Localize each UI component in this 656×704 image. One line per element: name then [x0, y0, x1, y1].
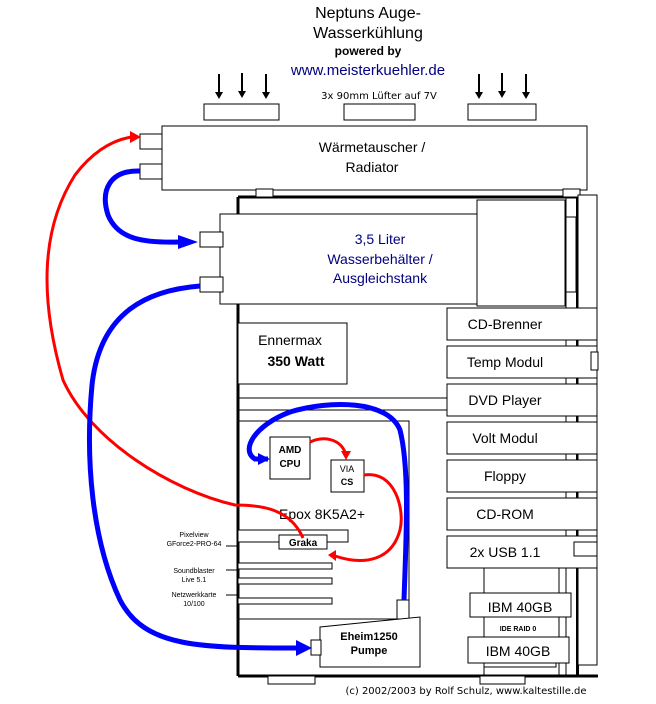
mainboard	[237, 420, 410, 620]
airflow-arrows-right	[475, 73, 530, 99]
hdd-top	[469, 592, 572, 618]
temp-modul-display	[590, 351, 599, 371]
radiator-label-line2: Radiator	[346, 159, 399, 175]
hdd-top-label: IBM 40GB	[488, 599, 553, 615]
reservoir-label-line1: 3,5 Liter	[355, 231, 406, 247]
hose-radiator-to-reservoir	[102, 168, 181, 245]
arrow-right-icon	[130, 131, 141, 143]
drive-bay: CD-ROM	[446, 497, 598, 531]
arrow-down-icon	[341, 451, 351, 460]
radiator-outlet	[139, 163, 164, 180]
usb-ports	[573, 541, 598, 557]
hose-pump-to-cpu	[246, 402, 409, 601]
reservoir-inlet	[199, 231, 224, 248]
pump-label-line1: Eheim1250	[340, 631, 397, 643]
drive-bay: DVD Player	[446, 383, 598, 417]
cold-loop	[87, 168, 409, 651]
network-card-label-line2: 10/100	[183, 601, 205, 608]
hdd-bottom	[467, 636, 570, 664]
chipset-label-line1: VIA	[340, 464, 355, 474]
reservoir-label-line3: Ausgleichstank	[333, 270, 428, 286]
powered-by: powered by	[335, 44, 402, 58]
drive-bay-frame	[446, 535, 598, 569]
arrow-right-icon	[178, 235, 198, 249]
raid-label: IDE RAID 0	[500, 626, 537, 633]
fan-3	[467, 103, 537, 121]
radiator-label-line1: Wärmetauscher /	[319, 139, 426, 155]
title-line2: Wasserkühlung	[313, 25, 423, 42]
chipset-label-line2: CS	[341, 477, 354, 487]
drive-bay-label: CD-Brenner	[468, 316, 543, 332]
meisterkuehler-link[interactable]: www.meisterkuehler.de	[290, 62, 445, 79]
reservoir-outlet	[199, 276, 224, 293]
drive-bay: 2x USB 1.1	[446, 535, 598, 569]
pump-outlet	[396, 599, 410, 620]
power-supply	[237, 322, 348, 385]
cpu-label-line2: CPU	[279, 459, 300, 470]
sound-card-label-line2: Live 5.1	[182, 577, 207, 584]
reservoir	[219, 213, 478, 305]
reservoir-label-line2: Wasserbehälter /	[327, 251, 432, 267]
cpu	[269, 436, 311, 480]
psu-brand: Ennermax	[258, 332, 322, 348]
drive-bay: CD-Brenner	[446, 307, 598, 341]
drive-bay-frame	[446, 307, 598, 341]
cpu-label-line1: AMD	[279, 445, 302, 456]
drive-bay-label: Floppy	[484, 468, 526, 484]
sound-card	[237, 562, 333, 570]
network-card-label-line1: Netzwerkkarte	[172, 592, 217, 599]
drive-bay: Temp Modul	[446, 345, 598, 379]
gpu-card-label-line2: GForce2-PRO-64	[167, 541, 222, 548]
radiator-inlet	[139, 133, 164, 150]
drive-bay-label: 2x USB 1.1	[470, 544, 541, 560]
hose-reservoir-to-pump	[87, 283, 301, 651]
mainboard-name: Epox 8K5A2+	[279, 506, 365, 522]
drive-bay-label: DVD Player	[468, 392, 541, 408]
sound-card-2	[237, 577, 333, 585]
pump-label-line2: Pumpe	[351, 645, 388, 657]
fan-2	[343, 103, 416, 121]
fan-1	[203, 103, 280, 121]
drive-bay-frame	[446, 497, 598, 531]
airflow-arrows-left	[215, 73, 270, 99]
drive-bay: Floppy	[446, 459, 598, 493]
pump-inlet	[310, 639, 322, 656]
drive-bay: Volt Modul	[446, 421, 598, 455]
title-line1: Neptuns Auge-	[315, 5, 421, 22]
arrow-left-icon	[328, 550, 336, 561]
radiator	[161, 125, 588, 191]
drive-bay-label: Volt Modul	[472, 430, 537, 446]
copyright: (c) 2002/2003 by Rolf Schulz, www.kaltes…	[345, 686, 586, 697]
drive-bay-frame	[446, 383, 598, 417]
drive-bay-label: Temp Modul	[467, 354, 543, 370]
drive-bay-frame	[446, 345, 598, 379]
hdd-bottom-label: IBM 40GB	[486, 643, 551, 659]
chipset	[330, 459, 365, 493]
gpu-card-label-line1: Pixelview	[179, 532, 209, 539]
hose-gpu-to-radiator	[45, 135, 305, 539]
drive-bay-frame	[446, 459, 598, 493]
drive-bay-label: CD-ROM	[476, 506, 534, 522]
sound-card-label-line1: Soundblaster	[173, 568, 215, 575]
drive-bay-frame	[446, 421, 598, 455]
gpu-label: Graka	[289, 538, 318, 549]
hose-cpu-to-chipset	[309, 437, 347, 453]
fan-label: 3x 90mm Lüfter auf 7V	[321, 91, 437, 102]
arrow-right-icon	[296, 640, 312, 656]
psu-watt: 350 Watt	[267, 353, 324, 369]
network-card	[237, 597, 333, 605]
hose-chipset-to-gpu	[334, 473, 403, 562]
arrow-right-icon	[258, 453, 270, 465]
hot-loop	[45, 135, 403, 562]
